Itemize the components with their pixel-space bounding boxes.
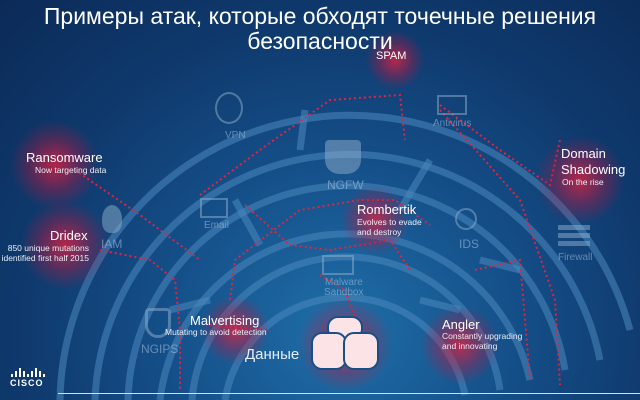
email-label: Email [204, 220, 230, 231]
ids-label: IDS [459, 237, 480, 251]
ngfw-shield-icon [325, 140, 361, 174]
data-label: Данные [245, 346, 300, 363]
rombertik-title: Rombertik [357, 202, 417, 217]
firewall-icon [558, 225, 590, 249]
iam-label: IAM [101, 237, 123, 251]
ransomware-title: Ransomware [26, 150, 103, 165]
rombertik-desc-1: Evolves to evade [357, 217, 422, 227]
ids-icon [455, 208, 477, 230]
vpn-icon [215, 92, 243, 124]
footer-divider [58, 393, 640, 394]
ransomware-desc: Now targeting data [35, 165, 107, 175]
angler-desc-1: Constantly upgrading [442, 331, 523, 341]
domain-shadowing-desc: On the rise [562, 177, 604, 187]
spam-glow [365, 30, 425, 90]
dridex-desc-2: identified first half 2015 [1, 253, 89, 263]
antivirus-label: Antivirus [433, 118, 472, 129]
angler-desc-2: and innovating [442, 341, 498, 351]
firewall-label: Firewall [558, 252, 593, 263]
ngfw-label: NGFW [327, 178, 364, 192]
malvertising-glow [200, 295, 270, 365]
ransomware-glow [10, 120, 100, 210]
database-icon [311, 316, 379, 370]
malvertising-title: Malvertising [190, 313, 260, 328]
antivirus-icon [437, 95, 467, 115]
ngips-icon [145, 308, 171, 338]
iam-icon [102, 205, 122, 233]
rombertik-glow [340, 185, 410, 255]
ngips-label: NGIPS [141, 342, 179, 356]
email-icon [200, 198, 228, 218]
dridex-title: Dridex [50, 228, 88, 243]
malware-sandbox-icon [322, 255, 354, 275]
slide-title: Примеры атак, которые обходят точечные р… [43, 3, 597, 54]
cisco-logo-bars [11, 368, 45, 377]
domain-shadowing-title-1: Domain [561, 146, 606, 161]
dridex-glow [20, 200, 110, 290]
domain-shadowing-glow [535, 135, 625, 225]
cisco-logo: CISCO [10, 378, 44, 388]
malware-sandbox-label-1: Malware [325, 277, 363, 288]
angler-glow [420, 305, 500, 385]
vpn-label: VPN [225, 130, 246, 141]
rombertik-desc-2: and destroy [357, 227, 402, 237]
angler-title: Angler [442, 317, 480, 332]
domain-shadowing-title-2: Shadowing [561, 162, 626, 177]
spam-label: SPAM [376, 50, 407, 62]
malvertising-desc: Mutating to avoid detection [165, 327, 267, 337]
malware-sandbox-label-2: Sandbox [324, 287, 364, 298]
dridex-desc-1: 850 unique mutations [7, 243, 89, 253]
